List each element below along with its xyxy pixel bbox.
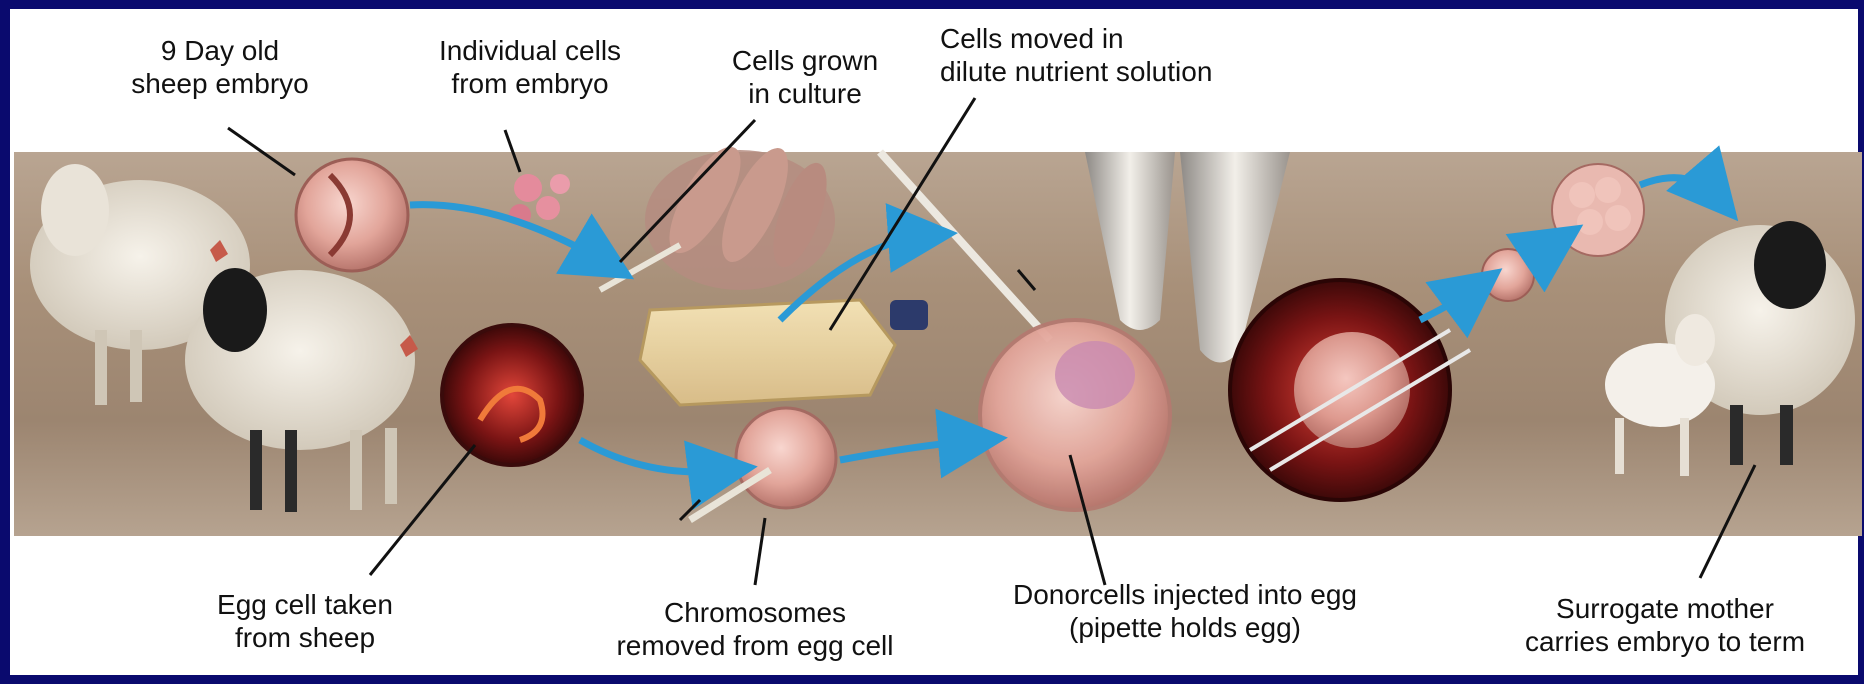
- flow-arrow: [1530, 240, 1560, 262]
- egg-cell-circle: [442, 325, 582, 465]
- egg-donor-sheep-blackface: [185, 268, 418, 512]
- label-egg-cell-taken: Egg cell taken from sheep: [185, 588, 425, 654]
- cloned-lamb: [1605, 314, 1715, 476]
- label-surrogate-mother: Surrogate mother carries embryo to term: [1480, 592, 1850, 658]
- flow-arrow: [1420, 285, 1480, 320]
- label-cells-moved: Cells moved in dilute nutrient solution: [940, 22, 1320, 88]
- label-donor-cells-injected: Donorcells injected into egg (pipette ho…: [965, 578, 1405, 644]
- pointer-arrow: [1018, 270, 1035, 290]
- morula-embryo: [1552, 164, 1644, 256]
- label-individual-cells: Individual cells from embryo: [405, 34, 655, 100]
- flow-arrow: [580, 440, 730, 472]
- flow-arrow: [1640, 178, 1720, 200]
- enucleated-egg: [736, 408, 836, 508]
- gloved-hand: [645, 137, 838, 290]
- label-cells-grown: Cells grown in culture: [690, 44, 920, 110]
- label-chromosomes-removed: Chromosomes removed from egg cell: [585, 596, 925, 662]
- label-embryo-9-day: 9 Day old sheep embryo: [95, 34, 345, 100]
- leader-lines: [228, 98, 1755, 585]
- flow-arrow: [840, 440, 980, 460]
- dividing-embryo: [1482, 249, 1534, 301]
